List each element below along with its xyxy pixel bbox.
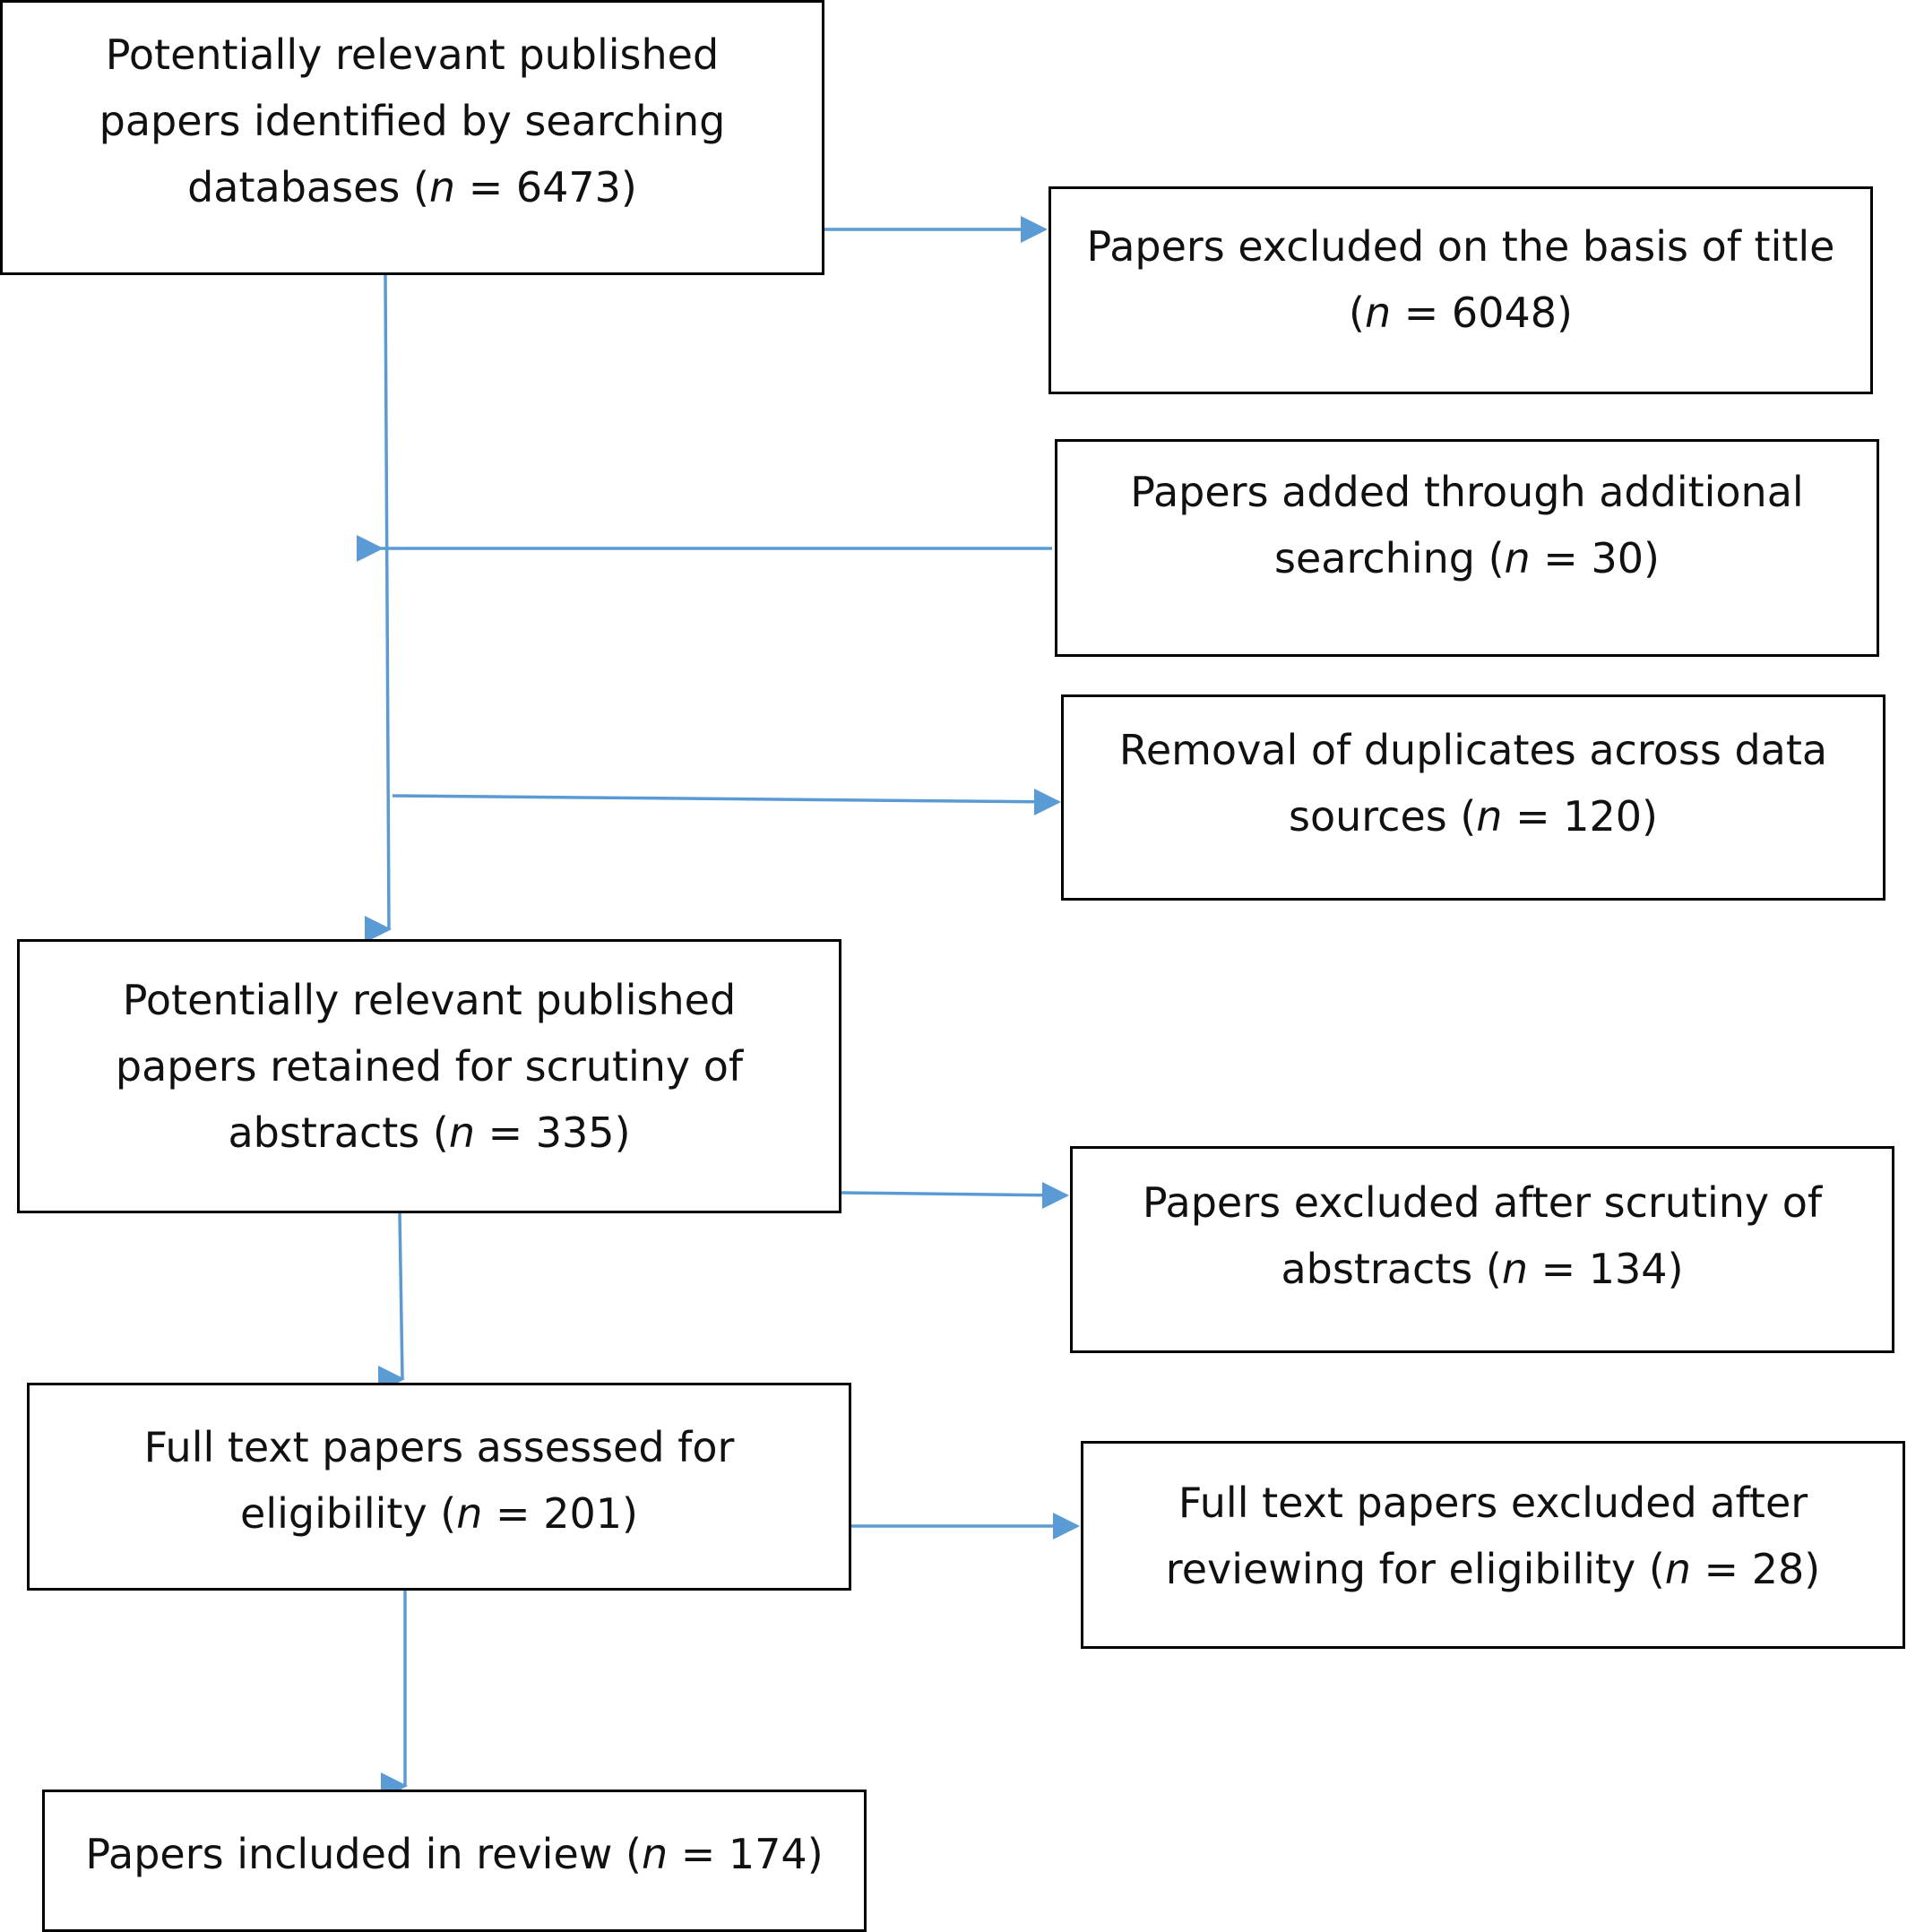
- box-added-additional-searching: Papers added through additional searchin…: [1055, 439, 1879, 657]
- box-full-text-excluded: Full text papers excluded after reviewin…: [1081, 1441, 1905, 1649]
- box-text-line: Full text papers assessed for: [143, 1423, 735, 1471]
- box-text-line: Papers added through additional: [1130, 468, 1804, 516]
- box-text-line: Papers excluded on the basis of title: [1086, 222, 1835, 271]
- box-text-line: Potentially relevant published: [105, 30, 720, 79]
- connector-to-duplicates: [392, 789, 1061, 815]
- box-text-line: abstracts (n = 335): [228, 1108, 631, 1157]
- box-text-line: papers identified by searching: [99, 97, 726, 145]
- box-excluded-after-abstracts: Papers excluded after scrutiny of abstra…: [1070, 1146, 1894, 1353]
- box-text-line: abstracts (n = 134): [1281, 1245, 1684, 1293]
- box-text-line: papers retained for scrutiny of: [115, 1042, 744, 1091]
- box-excluded-by-title: Papers excluded on the basis of title (n…: [1048, 186, 1873, 394]
- connector-to-excluded-abstracts: [841, 1182, 1069, 1209]
- connector-trunk-to-retained: [365, 274, 392, 943]
- box-included-in-review: Papers included in review (n = 174): [42, 1790, 867, 1932]
- box-text-line: Papers included in review (n = 174): [85, 1830, 824, 1878]
- connector-to-full-text: [378, 1212, 405, 1393]
- box-text-line: Potentially relevant published: [122, 976, 737, 1024]
- box-text-line: (n = 6048): [1349, 289, 1573, 337]
- box-retained-for-abstracts: Potentially relevant published papers re…: [17, 939, 841, 1213]
- box-text-line: Papers excluded after scrutiny of: [1142, 1178, 1823, 1227]
- box-text-line: eligibility (n = 201): [240, 1489, 638, 1538]
- box-text-line: databases (n = 6473): [187, 163, 637, 211]
- box-full-text-assessed: Full text papers assessed for eligibilit…: [27, 1383, 851, 1591]
- box-text-line: Removal of duplicates across data: [1118, 726, 1828, 774]
- box-text-line: sources (n = 120): [1289, 792, 1658, 841]
- box-text-line: Full text papers excluded after: [1178, 1479, 1808, 1527]
- box-text-line: searching (n = 30): [1274, 534, 1660, 582]
- box-text-line: reviewing for eligibility (n = 28): [1165, 1545, 1821, 1593]
- box-identified-records: Potentially relevant published papers id…: [0, 0, 824, 275]
- box-duplicates-removed: Removal of duplicates across data source…: [1061, 694, 1885, 901]
